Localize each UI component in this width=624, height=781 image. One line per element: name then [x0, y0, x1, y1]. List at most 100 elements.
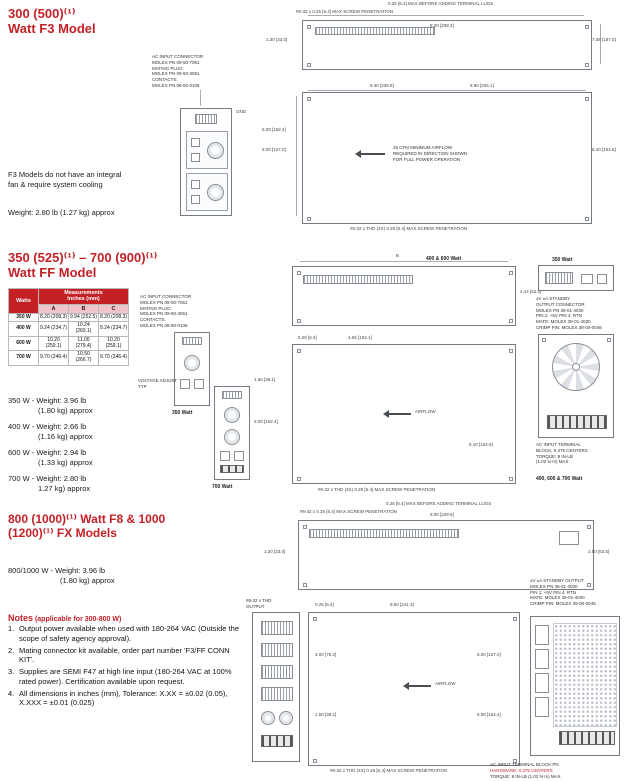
weight-entry: 700 W - Weight: 2.80 lb 1.27 kg) approx: [8, 474, 90, 494]
output-ring-connector: [224, 429, 240, 445]
note-line: MOLEX PN 39-01-4030: [536, 307, 584, 313]
mounting-hole: [585, 97, 589, 101]
f8-title-line2: (1200)⁽¹⁾ FX Models: [8, 526, 117, 541]
voltage-adjust-note: VOLTAGE ADJUST TYP: [138, 378, 178, 389]
dim-label: 6.00 [152.4]: [254, 419, 278, 424]
dim-label: 8.20 [208.3]: [430, 23, 454, 28]
note-line: ±V ±A STANDBY: [536, 296, 571, 301]
ac-terminal-note: AC INPUT TERMINAL BLOCK PN HARDWARE: 0.3…: [490, 762, 622, 779]
f3-front-view-drawing: [180, 108, 232, 216]
value-cell: 8.20 (208.3): [38, 312, 69, 323]
value-cell: 10.50 (266.7): [68, 350, 99, 366]
watts-cell: 700 W: [8, 350, 39, 366]
terminal-pins: [195, 114, 217, 124]
note-line: ±V ±A STANDBY OUTPUT: [530, 578, 584, 583]
connector-square: [191, 138, 200, 147]
dim-label: 1.50 [38.1]: [315, 712, 337, 717]
output-ring-connector: [184, 355, 200, 371]
note-line: CONTACTS:: [152, 77, 178, 82]
note-line: HARDWARE: 0.375 CENTERS: [490, 767, 553, 773]
dim-label: 0.25 [6.4]: [298, 335, 317, 340]
terminal-pins: [303, 275, 413, 284]
gnd-label: GND: [236, 109, 246, 114]
note-line: MOLEX PN 39-01-4030: [530, 583, 578, 589]
connector-square: [559, 531, 579, 545]
column-c-header: C: [98, 303, 129, 314]
value-cell: 9.70 (246.4): [98, 350, 129, 366]
note-line: MATING PLUG:: [140, 305, 172, 311]
output-ring-connector: [207, 142, 224, 159]
mounting-hole: [297, 319, 301, 323]
screw-note: #6-32 x THD (4X) 0.25 [6.4] MAX SCREW PE…: [350, 226, 468, 231]
terminal-pins: [309, 529, 459, 538]
airflow-arrow: [355, 150, 385, 157]
f3-top-view-drawing: [302, 20, 592, 70]
note-number: 4.: [8, 688, 15, 698]
fan-hub: [572, 363, 580, 371]
f3-title-line2: Watt F3 Model: [8, 21, 96, 37]
note-line: MATING PLUG:: [152, 65, 184, 71]
table-header-measurements: Measurements Inches (mm): [38, 288, 129, 305]
note-number: 2.: [8, 645, 15, 655]
standby-output-note: ±V ±A STANDBY OUTPUT MOLEX PN 39-01-4030…: [530, 578, 622, 607]
dimension-line: [600, 24, 601, 64]
output-ring-connector: [261, 711, 275, 725]
airflow-label: AIRFLOW: [435, 681, 456, 686]
note-line: CRIMP PIN: MOLEX 39-00-0046: [530, 601, 596, 606]
output-ring-connector: [207, 184, 224, 201]
mounting-hole: [607, 338, 611, 342]
terminal-pins: [545, 272, 573, 284]
connector-square: [194, 379, 204, 389]
dim-label: 8.90 [226.1]: [470, 83, 494, 88]
connector-square: [581, 274, 593, 284]
ff-400-600-label: 400 & 600 Watt: [426, 256, 462, 262]
screw-note: #6-32 x 0.25 [6.4] MAX SCREW PENETRATION: [300, 509, 397, 514]
dim-label: 0.25 [6.4]: [315, 602, 334, 607]
mounting-hole: [313, 759, 317, 763]
note-line: MATE: MOLEX 39-01-4030: [530, 595, 585, 601]
note-line: TORQUE: 9 IN-LB: [536, 453, 573, 459]
note-item: 1. Output power available when used with…: [8, 624, 244, 644]
watts-cell: 400 W: [8, 321, 39, 337]
notes-title-suffix: (applicable for 300-800 W): [33, 616, 122, 623]
note-line: PIN 1: +5V PIN 4: RTN: [536, 313, 583, 319]
note-line: MOLEX PN 09-50-3061: [152, 71, 200, 77]
note-text: All dimensions in inches (mm), Tolerance…: [19, 688, 228, 708]
cooling-note-line: fan & require system cooling: [8, 179, 103, 189]
connector-square: [191, 180, 200, 189]
connector-square: [535, 649, 549, 669]
mounting-hole: [513, 759, 517, 763]
screw-note: #6-32 x THD (4X) 0.25 [6.4] MAX SCREW PE…: [330, 768, 448, 773]
mounting-hole: [297, 271, 301, 275]
ff-350-rear-label: 350 Watt: [552, 257, 573, 263]
column-b-header: B: [68, 303, 99, 314]
f8-top-view-drawing: [298, 520, 594, 590]
weight-line: 400 W - Weight: 2.66 lb: [8, 422, 87, 431]
mounting-hole: [307, 63, 311, 67]
terminal-strip: [559, 731, 615, 745]
mounting-hole: [585, 217, 589, 221]
weight-line: 350 W - Weight: 3.96 lb: [8, 396, 87, 405]
dim-label: 9.00 [228.6]: [430, 512, 454, 517]
ff-section-title: 350 (525)⁽¹⁾ – 700 (900)⁽¹⁾ Watt FF Mode…: [8, 250, 157, 281]
dim-label: 6.00 [152.4]: [262, 127, 286, 132]
table-row: 400 W 9.24 (234.7) 10.24 (260.1) 9.24 (2…: [8, 321, 129, 337]
value-cell: 9.24 (234.7): [38, 321, 69, 337]
note-line: MOLEX PN 08-50-0106: [152, 82, 200, 88]
note-number: 3.: [8, 667, 15, 676]
ff-title-line1: 350 (525)⁽¹⁾ – 700 (900)⁽¹⁾: [8, 250, 158, 265]
f3-title-line1: 300 (500)⁽¹⁾: [8, 6, 76, 21]
weight-entry: 350 W - Weight: 3.96 lb (1.80 kg) approx: [8, 396, 93, 416]
note-text: Supplies are SEMI F47 at high line input…: [19, 667, 232, 686]
measurements-label: Measurements: [64, 290, 103, 296]
dim-label: 6.40 [162.6]: [592, 147, 616, 152]
f8-weight: 800/1000 W - Weight: 3.96 lb (1.80 kg) a…: [8, 566, 115, 586]
connector-square: [234, 451, 244, 461]
dim-label: 5.00 [127.0]: [477, 652, 501, 657]
mounting-hole: [297, 349, 301, 353]
mounting-hole: [303, 583, 307, 587]
note-line: (1.02 N·m) MAX: [536, 459, 569, 465]
airflow-arrow: [383, 410, 411, 417]
note-number: 1.: [8, 624, 15, 633]
weight-line: (1.80 kg) approx: [38, 405, 93, 415]
